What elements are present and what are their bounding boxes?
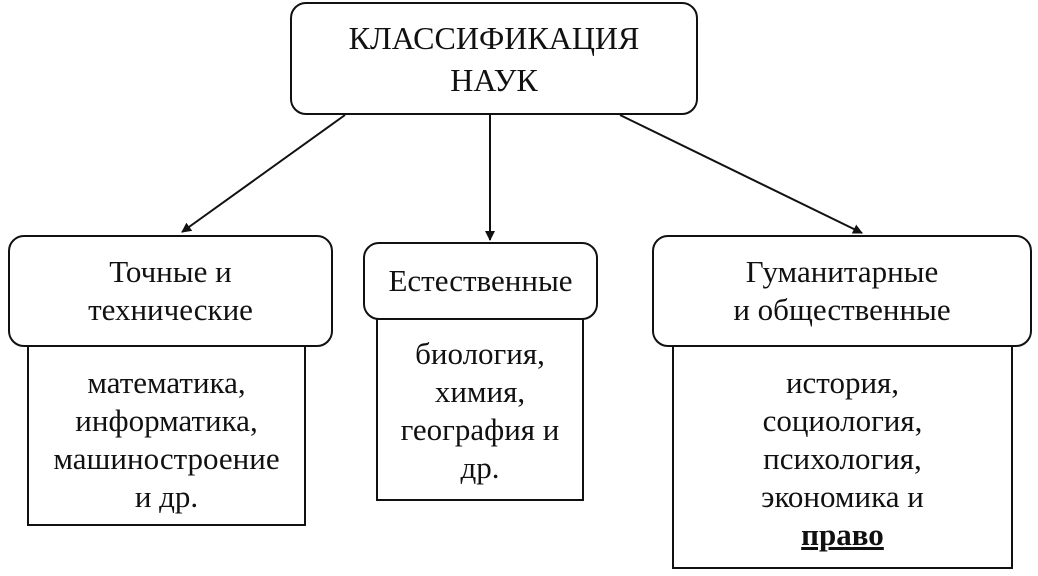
example: машиностроение xyxy=(53,441,280,476)
example: и др. xyxy=(134,479,199,514)
root-node: КЛАССИФИКАЦИЯ НАУК xyxy=(290,2,698,115)
exact-sciences-examples: математика, информатика, машиностроение … xyxy=(27,340,306,526)
humanities-examples: история, социология, психология, экономи… xyxy=(672,340,1013,569)
root-line-2: НАУК xyxy=(450,61,538,98)
title-line: и общественные xyxy=(733,292,951,327)
title-line: Гуманитарные xyxy=(745,254,939,289)
example: история, xyxy=(785,365,900,400)
emphasized-example: право xyxy=(801,517,884,552)
example: психология, xyxy=(763,441,922,476)
title-line: технические xyxy=(88,292,253,327)
natural-sciences-node: Естественные xyxy=(363,242,598,320)
example: социология, xyxy=(762,403,923,438)
example: др. xyxy=(460,450,500,485)
humanities-node: Гуманитарные и общественные xyxy=(652,235,1032,347)
title-line: Точные и xyxy=(109,254,232,289)
natural-sciences-examples: биология, химия, география и др. xyxy=(376,315,584,501)
arrow-left xyxy=(181,114,346,233)
example: химия, xyxy=(434,374,526,409)
example: биология, xyxy=(415,336,545,371)
example: география и xyxy=(400,412,560,447)
example: информатика, xyxy=(75,403,258,438)
example: экономика и xyxy=(761,479,924,514)
root-line-1: КЛАССИФИКАЦИЯ xyxy=(348,19,640,56)
arrow-right xyxy=(619,114,863,234)
exact-sciences-node: Точные и технические xyxy=(8,235,333,347)
title-line: Естественные xyxy=(388,263,573,298)
example: математика, xyxy=(87,365,246,400)
